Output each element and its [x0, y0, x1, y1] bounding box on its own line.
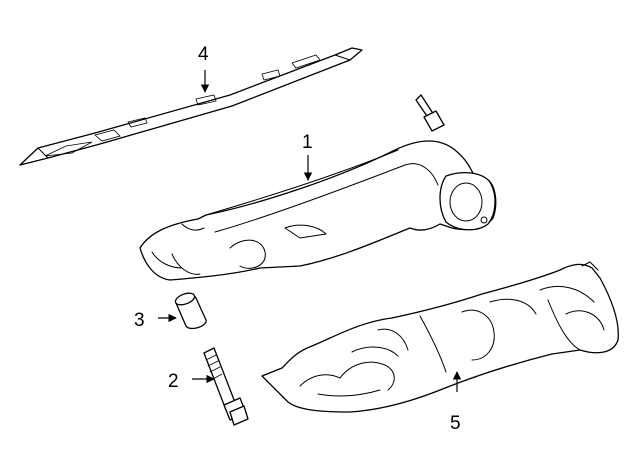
- bolt-part[interactable]: [203, 347, 249, 426]
- heat-shield-part[interactable]: [261, 261, 619, 413]
- exhaust-manifold-part[interactable]: [139, 94, 497, 281]
- gasket-part[interactable]: [19, 47, 363, 166]
- callout-3-label: 3: [134, 310, 145, 331]
- sleeve-part[interactable]: [174, 291, 207, 330]
- callout-5-label: 5: [450, 413, 461, 434]
- callout-1-label: 1: [302, 132, 313, 153]
- callout-4-label: 4: [198, 44, 209, 65]
- callout-2-label: 2: [168, 371, 179, 392]
